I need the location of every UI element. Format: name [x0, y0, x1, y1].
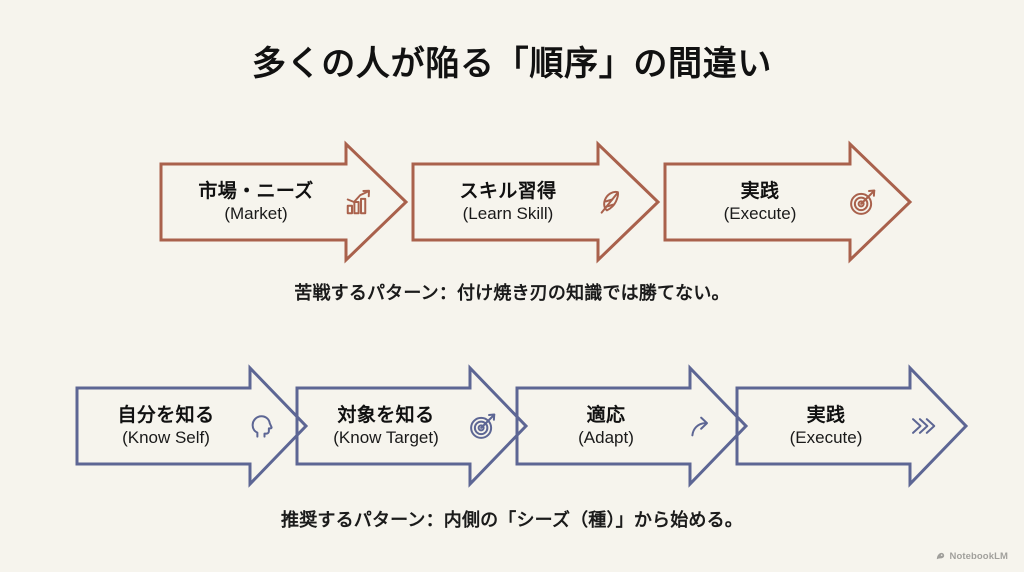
- arrow-shape: [735, 364, 969, 488]
- flow-step-good-2[interactable]: 対象を知る(Know Target): [295, 364, 529, 488]
- notebooklm-logo-icon: [935, 551, 946, 562]
- flow-step-bad-1[interactable]: 市場・ニーズ(Market): [159, 140, 409, 264]
- flow-step-good-4[interactable]: 実践(Execute): [735, 364, 969, 488]
- flow-step-good-3[interactable]: 適応(Adapt): [515, 364, 749, 488]
- flow-row-bad-pattern: 市場・ニーズ(Market)スキル習得(Learn Skill)実践(Execu…: [0, 140, 1024, 264]
- flow-step-good-1[interactable]: 自分を知る(Know Self): [75, 364, 309, 488]
- arrow-shape: [159, 140, 409, 264]
- arrow-shape: [411, 140, 661, 264]
- arrow-shape: [295, 364, 529, 488]
- arrow-shape: [515, 364, 749, 488]
- watermark: NotebookLM: [935, 551, 1008, 562]
- arrow-shape: [75, 364, 309, 488]
- caption-good-pattern: 推奨するパターン：内側の「シーズ（種）」から始める。: [281, 510, 743, 530]
- flow-row-good-pattern: 自分を知る(Know Self)対象を知る(Know Target)適応(Ada…: [0, 364, 1024, 488]
- flow-step-bad-2[interactable]: スキル習得(Learn Skill): [411, 140, 661, 264]
- flow-step-bad-3[interactable]: 実践(Execute): [663, 140, 913, 264]
- caption-bad-pattern: 苦戦するパターン：付け焼き刃の知識では勝てない。: [294, 283, 730, 303]
- watermark-label: NotebookLM: [949, 551, 1008, 562]
- arrow-shape: [663, 140, 913, 264]
- page-title: 多くの人が陥る「順序」の間違い: [251, 45, 773, 83]
